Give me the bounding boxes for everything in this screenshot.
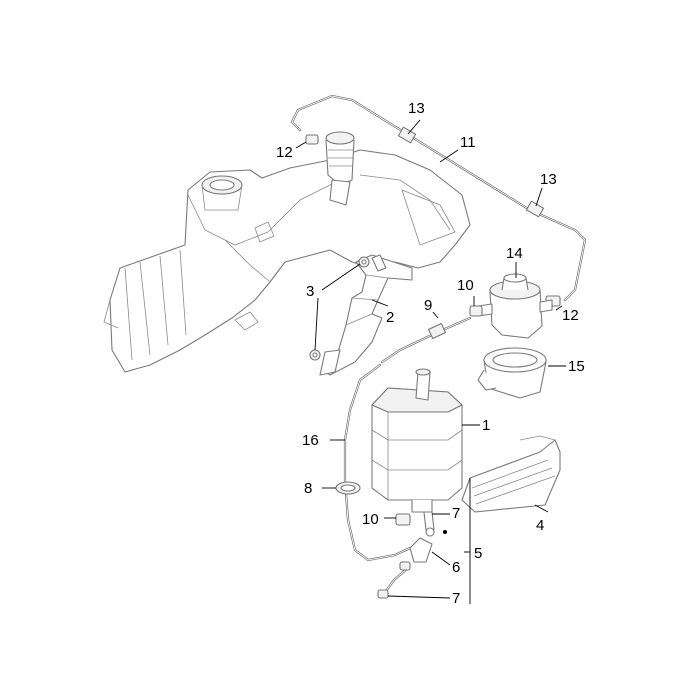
- filter: [477, 273, 553, 339]
- screw: [371, 254, 387, 272]
- callout-10-upper: 10: [457, 277, 474, 294]
- callout-7-lower: 7: [452, 590, 460, 607]
- callout-9: 9: [424, 297, 432, 314]
- hose-9: [380, 316, 472, 364]
- callout-2: 2: [386, 309, 394, 326]
- callout-12-upper: 12: [276, 144, 293, 161]
- hose-clamp: [397, 126, 545, 218]
- hose-16: [343, 363, 412, 562]
- callout-14: 14: [506, 245, 523, 262]
- fitting-12-top: [305, 134, 319, 145]
- callout-16: 16: [302, 432, 319, 449]
- callout-11: 11: [460, 134, 476, 151]
- callout-12-lower: 12: [562, 307, 579, 324]
- valve-assembly: [377, 511, 447, 599]
- callout-13-lower: 13: [540, 171, 557, 188]
- callout-6: 6: [452, 559, 460, 576]
- callout-labels: 1 2 3 4 5 6 7 7 8 9 10 10 11 12 12 13 13…: [276, 100, 585, 607]
- vent-tube: [290, 94, 587, 302]
- fitting-10-top: [469, 305, 483, 317]
- fuel-tank: [103, 149, 471, 373]
- callout-15: 15: [568, 358, 585, 375]
- washer: [309, 256, 370, 361]
- callout-13-upper: 13: [408, 100, 425, 117]
- callout-10-lower: 10: [362, 511, 379, 528]
- canister: [371, 368, 463, 513]
- clamp-8: [335, 481, 361, 495]
- callout-4: 4: [536, 517, 544, 534]
- callout-7-upper: 7: [452, 505, 460, 522]
- callout-8: 8: [304, 480, 312, 497]
- mounting-clip: [461, 435, 561, 513]
- callout-3: 3: [306, 283, 314, 300]
- filter-holder: [477, 347, 547, 399]
- callout-1: 1: [482, 417, 490, 434]
- callout-5: 5: [474, 545, 482, 562]
- leader-lines: [295, 119, 566, 604]
- bracket: [319, 254, 413, 376]
- filler-neck: [325, 131, 355, 206]
